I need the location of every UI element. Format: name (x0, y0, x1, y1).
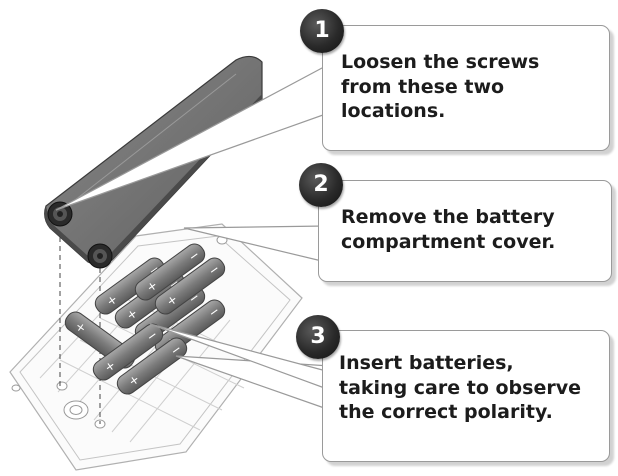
callout-pointers (55, 59, 338, 411)
step-3-badge: 3 (296, 315, 340, 359)
step-3-callout: Insert batteries, taking care to observe… (322, 330, 610, 462)
screw-icon (47, 201, 73, 227)
step-3-text: Insert batteries, taking care to observe… (339, 352, 581, 423)
battery-icon: + − (92, 323, 164, 381)
step-1-badge: 1 (300, 9, 344, 53)
step-2-callout: Remove the battery compartment cover. (318, 180, 612, 282)
screw-icon (87, 243, 113, 269)
battery-icon: + − (154, 257, 226, 315)
batteries: + − + − + − + − + − (64, 243, 226, 395)
screw-guide-lines (59, 228, 101, 424)
battery-icon: + − (116, 337, 188, 395)
step-2-text: Remove the battery compartment cover. (341, 206, 556, 253)
step-1-callout: Loosen the screws from these two locatio… (322, 25, 610, 151)
step-1-text: Loosen the screws from these two locatio… (341, 51, 540, 122)
step-2-badge: 2 (299, 163, 343, 207)
battery-icon: + − (134, 243, 206, 301)
